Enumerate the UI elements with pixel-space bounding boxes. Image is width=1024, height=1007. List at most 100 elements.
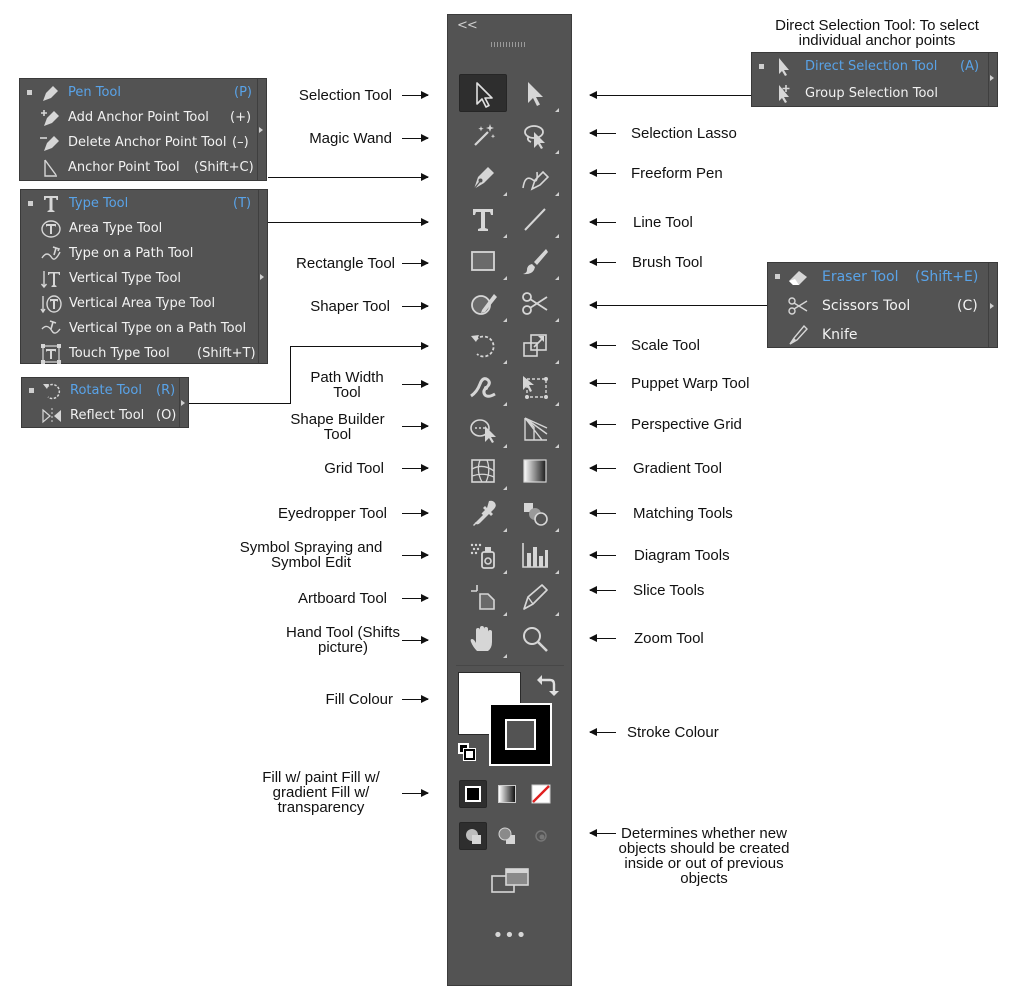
rectangle-tool-label: Rectangle Tool bbox=[296, 255, 395, 272]
draw-mode-label: Determines whether new objects should be… bbox=[618, 825, 790, 887]
scale-icon bbox=[523, 334, 547, 357]
selection-lasso-label: Selection Lasso bbox=[631, 125, 737, 142]
group-selection-icon bbox=[779, 85, 790, 103]
curvature-tool-button[interactable] bbox=[511, 158, 559, 196]
flyout-item-eraser-tool[interactable]: Eraser Tool(Shift+E) bbox=[768, 265, 997, 290]
eraser-icon bbox=[789, 271, 807, 285]
rotate-icon bbox=[43, 383, 61, 400]
draw-behind-button[interactable] bbox=[493, 822, 521, 850]
direct-selection-caption: Direct Selection Tool: To select individ… bbox=[775, 17, 979, 49]
stroke-colour-swatch[interactable] bbox=[489, 703, 552, 766]
shaper-icon bbox=[471, 294, 497, 315]
curvature-pen-icon bbox=[522, 170, 550, 191]
type-on-path-icon bbox=[41, 246, 61, 260]
flyout-item-type-tool[interactable]: Type Tool(T) bbox=[21, 192, 267, 217]
shape-builder-icon bbox=[470, 419, 496, 443]
fill-with-gradient-button[interactable] bbox=[493, 780, 521, 808]
fill-with-none-button[interactable] bbox=[527, 780, 555, 808]
flyout-item-vertical-area-type[interactable]: Vertical Area Type Tool bbox=[21, 292, 267, 317]
edit-toolbar-button[interactable]: ••• bbox=[492, 925, 528, 946]
direct-selection-arrow-icon bbox=[779, 58, 789, 76]
perspective-grid-label: Perspective Grid bbox=[631, 416, 742, 433]
vertical-type-path-icon bbox=[41, 320, 61, 334]
panel-drag-grip[interactable] bbox=[491, 42, 527, 47]
width-tool-button[interactable] bbox=[459, 368, 507, 406]
flyout-item-group-selection[interactable]: Group Selection Tool bbox=[752, 82, 997, 107]
touch-type-icon bbox=[41, 344, 61, 364]
anchor-point-icon bbox=[44, 159, 57, 177]
selection-tool-button[interactable] bbox=[459, 74, 507, 112]
rotate-tools-flyout: Rotate Tool(R) Reflect Tool(O) bbox=[21, 377, 189, 428]
flyout-item-type-on-path[interactable]: Type on a Path Tool bbox=[21, 242, 267, 267]
graph-tool-button[interactable] bbox=[511, 536, 559, 574]
direct-selection-tool-button[interactable] bbox=[511, 74, 559, 112]
gradient-tool-label: Gradient Tool bbox=[633, 460, 722, 477]
type-tool-button[interactable] bbox=[459, 200, 507, 238]
flyout-item-reflect-tool[interactable]: Reflect Tool(O) bbox=[22, 404, 188, 429]
flyout-item-pen-tool[interactable]: Pen Tool(P) bbox=[20, 81, 266, 106]
flyout-item-knife[interactable]: Knife bbox=[768, 323, 997, 348]
pen-nib-icon bbox=[473, 167, 494, 190]
selection-arrow-icon bbox=[476, 82, 493, 108]
draw-inside-button[interactable] bbox=[527, 822, 555, 850]
puppet-warp-label: Puppet Warp Tool bbox=[631, 375, 750, 392]
tools-panel: << bbox=[447, 14, 572, 986]
flyout-item-scissors-tool[interactable]: Scissors Tool(C) bbox=[768, 294, 997, 319]
line-tool-button[interactable] bbox=[511, 200, 559, 238]
flyout-item-rotate-tool[interactable]: Rotate Tool(R) bbox=[22, 379, 188, 404]
diagram-tools-label: Diagram Tools bbox=[634, 547, 730, 564]
scale-tool-button[interactable] bbox=[511, 326, 559, 364]
symbol-sprayer-tool-button[interactable] bbox=[459, 536, 507, 574]
hand-tool-button[interactable] bbox=[459, 620, 507, 658]
draw-normal-icon bbox=[466, 829, 481, 844]
flyout-item-direct-selection[interactable]: Direct Selection Tool(A) bbox=[752, 55, 997, 80]
type-tools-flyout: Type Tool(T) Area Type Tool Type on a Pa… bbox=[20, 189, 268, 364]
eyedropper-icon bbox=[473, 500, 496, 526]
draw-normal-button[interactable] bbox=[459, 822, 487, 850]
type-flyout-connector bbox=[268, 218, 429, 226]
default-fill-stroke-icon[interactable] bbox=[458, 743, 476, 761]
blend-shapes-icon bbox=[524, 503, 548, 526]
type-t-icon bbox=[44, 196, 58, 212]
artboard-tool-button[interactable] bbox=[459, 578, 507, 616]
flyout-item-vertical-type-path[interactable]: Vertical Type on a Path Tool bbox=[21, 317, 267, 342]
magic-wand-tool-button[interactable] bbox=[459, 116, 507, 154]
rectangle-tool-button[interactable] bbox=[459, 242, 507, 280]
collapse-panel-button[interactable]: << bbox=[457, 18, 478, 33]
eraser-tools-flyout: Eraser Tool(Shift+E) Scissors Tool(C) Kn… bbox=[767, 262, 998, 348]
paintbrush-tool-button[interactable] bbox=[511, 242, 559, 280]
magic-wand-label: Magic Wand bbox=[309, 130, 392, 147]
eyedropper-tool-button[interactable] bbox=[459, 494, 507, 532]
selection-arrow bbox=[402, 91, 429, 99]
flyout-item-delete-anchor[interactable]: Delete Anchor Point Tool(–) bbox=[20, 131, 266, 156]
mesh-tool-button[interactable] bbox=[459, 452, 507, 490]
screen-mode-icon bbox=[491, 868, 529, 893]
gradient-icon bbox=[523, 459, 547, 483]
flyout-item-anchor-point[interactable]: Anchor Point Tool(Shift+C) bbox=[20, 156, 266, 181]
perspective-grid-tool-button[interactable] bbox=[511, 410, 559, 448]
flyout-item-area-type[interactable]: Area Type Tool bbox=[21, 217, 267, 242]
screen-mode-button[interactable] bbox=[491, 867, 531, 895]
reflect-icon bbox=[42, 408, 61, 424]
pen-tool-button[interactable] bbox=[459, 158, 507, 196]
flyout-item-vertical-type[interactable]: Vertical Type Tool bbox=[21, 267, 267, 292]
shape-builder-label: Shape Builder Tool bbox=[290, 411, 385, 443]
flyout-item-add-anchor[interactable]: Add Anchor Point Tool(+) bbox=[20, 106, 266, 131]
rotate-tool-button[interactable] bbox=[459, 326, 507, 364]
zoom-tool-button[interactable] bbox=[511, 620, 559, 658]
shape-builder-tool-button[interactable] bbox=[459, 410, 507, 448]
fill-with-color-button[interactable] bbox=[459, 780, 487, 808]
swap-fill-stroke-icon[interactable] bbox=[535, 674, 559, 698]
blend-tool-button[interactable] bbox=[511, 494, 559, 532]
shaper-tool-button[interactable] bbox=[459, 284, 507, 322]
magnifier-icon bbox=[523, 627, 548, 652]
slice-tool-button[interactable] bbox=[511, 578, 559, 616]
gradient-tool-button[interactable] bbox=[511, 452, 559, 490]
lasso-tool-button[interactable] bbox=[511, 116, 559, 154]
scissors-tool-button[interactable] bbox=[511, 284, 559, 322]
zoom-tool-label: Zoom Tool bbox=[634, 630, 704, 647]
artboard-label: Artboard Tool bbox=[298, 590, 387, 607]
puppet-warp-tool-button[interactable] bbox=[511, 368, 559, 406]
shaper-tool-label: Shaper Tool bbox=[310, 298, 390, 315]
flyout-item-touch-type[interactable]: Touch Type Tool(Shift+T) bbox=[21, 342, 267, 367]
